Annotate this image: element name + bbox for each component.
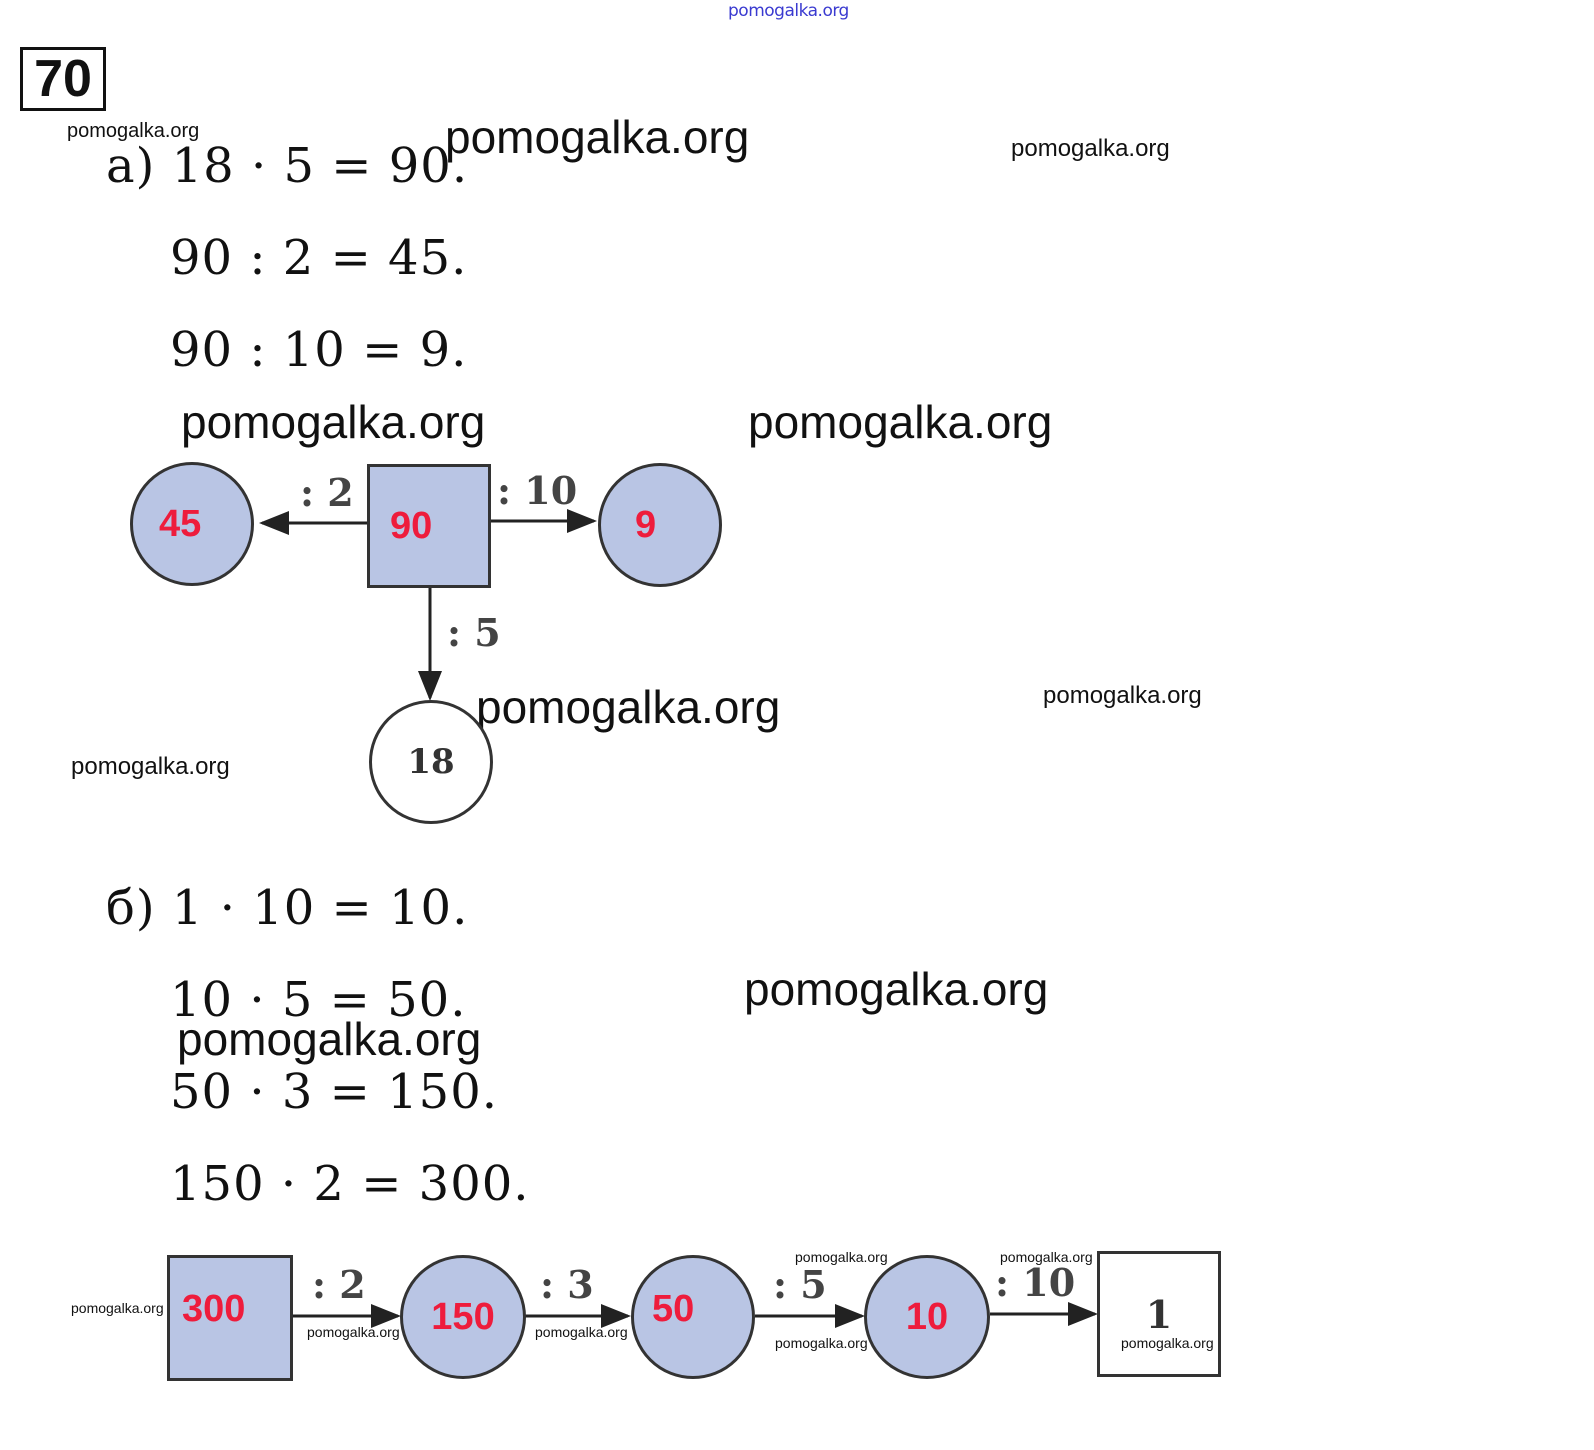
watermark: pomogalka.org (67, 120, 200, 142)
node-45: 45 (130, 462, 254, 586)
watermark: pomogalka.org (476, 681, 781, 733)
watermark: pomogalka.org (535, 1324, 628, 1340)
chain-node-50: 50 (631, 1255, 755, 1379)
watermark: pomogalka.org (177, 1013, 482, 1065)
watermark: pomogalka.org (1121, 1335, 1214, 1351)
op-label: : 2 (300, 470, 354, 515)
op-label: : 10 (995, 1260, 1076, 1305)
watermark: pomogalka.org (775, 1335, 868, 1351)
watermark: pomogalka.org (795, 1249, 888, 1265)
chain-node-1: 1 (1097, 1251, 1221, 1377)
watermark: pomogalka.org (71, 1300, 164, 1316)
chain-node-300: 300 (167, 1255, 293, 1381)
equation: 18 · 5 = 90. (171, 138, 469, 194)
part-b-label: б) (106, 880, 156, 936)
equation: 90 : 10 = 9. (170, 322, 468, 378)
part-a-label: а) (106, 138, 156, 194)
watermark: pomogalka.org (181, 396, 486, 448)
watermark: pomogalka.org (71, 753, 230, 780)
node-90: 90 (367, 464, 491, 588)
part-a-line-1: а) 18 · 5 = 90. (106, 138, 468, 194)
op-label: : 5 (773, 1262, 827, 1307)
equation: 150 · 2 = 300. (170, 1156, 530, 1212)
equation: 90 : 2 = 45. (170, 230, 468, 286)
part-b-line-1: б) 1 · 10 = 10. (106, 880, 468, 936)
watermark: pomogalka.org (1043, 682, 1202, 709)
node-9: 9 (598, 463, 722, 587)
chain-node-10: 10 (864, 1255, 990, 1379)
node-18: 18 (369, 700, 493, 824)
watermark: pomogalka.org (307, 1324, 400, 1340)
watermark: pomogalka.org (748, 396, 1053, 448)
watermark: pomogalka.org (1011, 135, 1170, 162)
watermark-top: pomogalka.org (728, 1, 849, 21)
watermark: pomogalka.org (744, 963, 1049, 1015)
op-label: : 10 (497, 468, 578, 513)
op-label: : 3 (540, 1262, 594, 1307)
watermark: pomogalka.org (445, 111, 750, 163)
task-number-box: 70 (20, 47, 106, 111)
equation: 1 · 10 = 10. (171, 880, 469, 936)
equation: 50 · 3 = 150. (170, 1064, 498, 1120)
equation: 10 · 5 = 50. (170, 972, 467, 1028)
op-label: : 5 (447, 610, 501, 655)
op-label: : 2 (312, 1262, 366, 1307)
watermark: pomogalka.org (1000, 1249, 1093, 1265)
chain-node-150: 150 (400, 1255, 526, 1379)
